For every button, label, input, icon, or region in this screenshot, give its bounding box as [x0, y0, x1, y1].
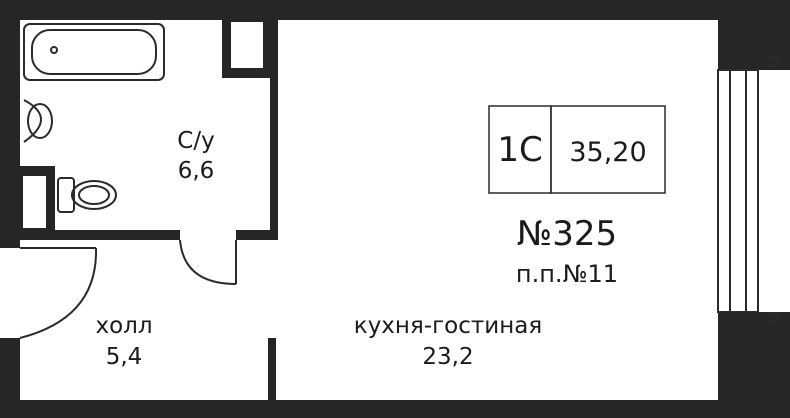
wall-bath-partition — [270, 15, 278, 240]
wall-cutouts — [23, 22, 263, 228]
window-bracket-top — [767, 57, 779, 67]
toilet-tank — [57, 177, 75, 213]
wall-right-lower — [718, 312, 790, 418]
room-name-hall: холл — [95, 313, 152, 339]
wall-bath-bottom-left — [15, 230, 180, 240]
room-name-bathroom: С/у — [177, 128, 214, 154]
bathroom-fixtures — [23, 23, 165, 213]
badge-area-cell — [550, 105, 666, 194]
room-area-living: 23,2 — [422, 344, 473, 370]
apartment-build-number: п.п.№11 — [516, 260, 618, 288]
entry-door-swing — [19, 247, 98, 339]
apartment-number: №325 — [517, 214, 617, 254]
wall-bottom — [0, 400, 790, 418]
window-bracket-bottom — [767, 313, 779, 323]
badge-rooms-type: 1С — [497, 130, 542, 170]
sink — [23, 99, 42, 143]
shaft-box-inner — [231, 22, 263, 68]
bathtub — [23, 23, 165, 81]
sink-bowl — [27, 103, 53, 139]
wall-right-upper — [718, 0, 790, 70]
room-area-bathroom: 6,6 — [178, 158, 215, 184]
wall-bath-bottom-right — [236, 230, 278, 240]
bathtub-drain-icon — [50, 46, 58, 54]
bathtub-inner — [31, 29, 157, 75]
niche-inner — [23, 176, 46, 228]
bath-door-swing — [179, 239, 237, 285]
room-area-hall: 5,4 — [106, 344, 143, 370]
wall-hall-partition — [268, 338, 276, 408]
doors — [19, 239, 237, 339]
toilet-seat — [78, 185, 110, 205]
wall-left-lower — [0, 338, 20, 418]
wall-top — [0, 0, 718, 20]
badge-total-area: 35,20 — [569, 137, 646, 168]
room-name-living: кухня-гостиная — [354, 313, 542, 339]
window — [717, 57, 779, 323]
apartment-badge: 1С 35,20 — [488, 105, 666, 194]
toilet-bowl — [71, 180, 117, 210]
window-frame — [717, 69, 759, 313]
